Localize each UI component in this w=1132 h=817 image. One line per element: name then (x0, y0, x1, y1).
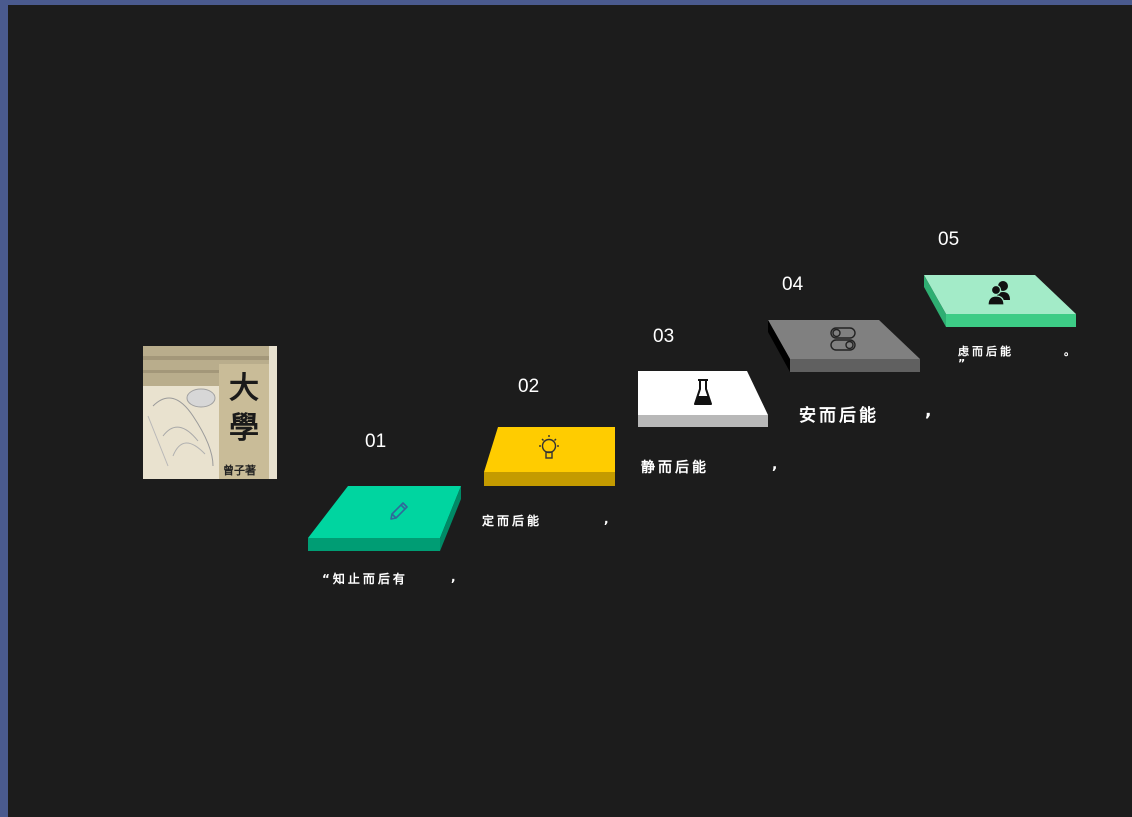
step-04-punct: , (925, 401, 932, 421)
flask-icon (694, 379, 712, 405)
step-04-caption: 安而后能 (799, 406, 879, 426)
step-03-punct: , (772, 457, 778, 473)
step-02-block (484, 427, 615, 486)
step-02-punct: , (604, 512, 609, 526)
step-01-punct: , (451, 570, 456, 584)
step-05-caption: 虑而后能 (958, 345, 1014, 358)
toggle-icon (830, 327, 856, 351)
lightbulb-icon (539, 435, 559, 459)
step-04-block (768, 320, 920, 372)
cover-title-char-2: 學 (229, 411, 259, 446)
pencil-icon (390, 502, 408, 520)
step-01-caption: “知止而后有 (322, 572, 408, 586)
step-04-number: 04 (782, 274, 804, 295)
step-03-caption: 静而后能 (641, 460, 709, 476)
step-05-close-quote: ” (958, 357, 966, 370)
step-05-number: 05 (938, 229, 960, 250)
book-cover-image: 大 學 曾子著 (143, 346, 277, 479)
step-01-block (308, 486, 461, 551)
users-icon (987, 281, 1010, 306)
step-03-number: 03 (653, 326, 675, 347)
step-02-caption: 定而后能 (482, 514, 543, 528)
step-05-block (924, 275, 1076, 327)
step-02-number: 02 (518, 376, 540, 397)
cover-title-char-1: 大 (229, 371, 259, 406)
step-03-block (638, 371, 768, 427)
step-05-punct: 。 (1064, 345, 1075, 358)
slide-canvas: 大 學 曾子著 01 “知止而后有 , 02 定而后能 , (8, 5, 1132, 817)
cover-author: 曾子著 (223, 463, 256, 477)
step-01-number: 01 (365, 431, 387, 452)
